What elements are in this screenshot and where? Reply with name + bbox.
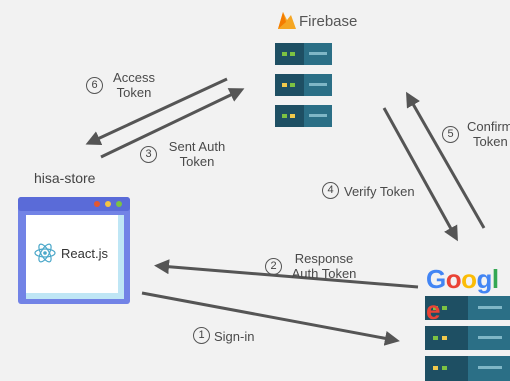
step-number-badge: 2 bbox=[265, 258, 282, 275]
google-letter: G bbox=[426, 264, 446, 294]
arrow-confirm-token bbox=[406, 91, 486, 229]
google-letter: e bbox=[426, 295, 440, 325]
google-letter: o bbox=[461, 264, 477, 294]
firebase-server-icon bbox=[275, 43, 332, 127]
arrow-sign-in bbox=[141, 291, 400, 346]
step-2-label: Response Auth Token bbox=[284, 251, 364, 281]
step-number-badge: 3 bbox=[140, 146, 157, 163]
google-letter: g bbox=[476, 264, 493, 294]
step-number-badge: 6 bbox=[86, 77, 103, 94]
react-label: React.js bbox=[61, 246, 108, 261]
step-1-label: Sign-in bbox=[214, 329, 255, 344]
step-3-label: Sent Auth Token bbox=[161, 139, 233, 169]
google-letter: l bbox=[491, 264, 499, 294]
browser-window-icon bbox=[18, 197, 130, 304]
step-2-line2: Auth Token bbox=[291, 266, 357, 281]
arrow-response-auth-token bbox=[154, 259, 419, 289]
step-5-label: Confirm Token bbox=[467, 119, 510, 149]
arrow-access-token bbox=[85, 77, 228, 146]
step-number-badge: 1 bbox=[193, 327, 210, 344]
arrow-sent-auth-token bbox=[100, 88, 245, 159]
firebase-flame-icon bbox=[278, 12, 296, 29]
google-letter: o bbox=[445, 264, 462, 294]
google-logo: Googl e bbox=[426, 264, 510, 326]
google-server-icon bbox=[425, 296, 510, 381]
step-3-line1: Sent Auth bbox=[168, 139, 226, 154]
step-5-line1: Confirm bbox=[467, 119, 510, 134]
step-5-line2: Token bbox=[473, 134, 508, 149]
step-number-badge: 5 bbox=[442, 126, 459, 143]
react-logo-icon bbox=[34, 243, 56, 263]
step-3-line2: Token bbox=[179, 154, 215, 169]
firebase-label: Firebase bbox=[299, 13, 358, 30]
step-6-line2: Token bbox=[116, 85, 152, 100]
step-2-line1: Response bbox=[294, 251, 354, 266]
step-4-label: Verify Token bbox=[344, 184, 415, 199]
step-number-badge: 4 bbox=[322, 182, 339, 199]
step-6-line1: Access bbox=[113, 70, 155, 85]
step-6-label: Access Token bbox=[108, 70, 160, 100]
client-app-label: hisa-store bbox=[34, 170, 96, 186]
arrow-verify-token bbox=[382, 107, 458, 242]
